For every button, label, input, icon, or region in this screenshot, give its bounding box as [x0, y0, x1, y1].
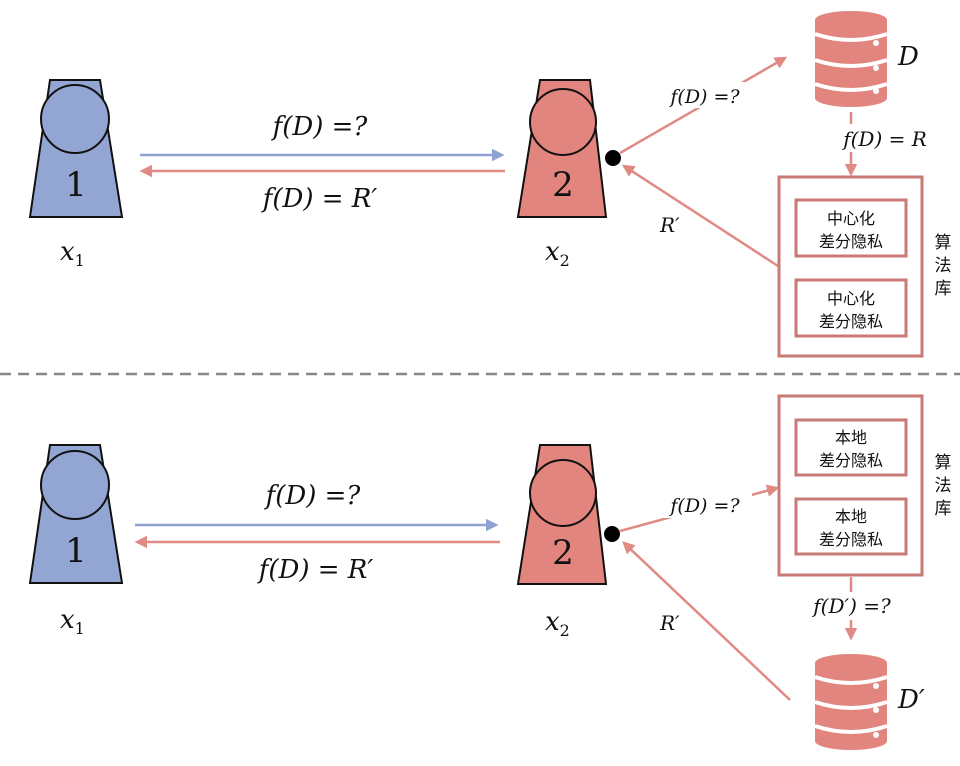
library-module-2-line1: 本地: [835, 507, 867, 526]
response-label: f(D) = R′: [261, 184, 378, 214]
db-to-library-label: f(D) = R: [841, 127, 927, 151]
library-module-1-line1: 本地: [835, 428, 867, 447]
party-2-number: 2: [552, 533, 574, 573]
library-module-1-line2: 差分隐私: [819, 451, 883, 470]
party-2-connector-dot: [605, 150, 621, 166]
return-arrow: [622, 541, 791, 701]
library-module-1-line2: 差分隐私: [819, 232, 883, 251]
library-query-label: f(D) =?: [668, 495, 740, 517]
party-1-label: x1: [60, 237, 85, 270]
party-2-number: 2: [552, 165, 574, 205]
party-2-figure: 2: [516, 444, 608, 585]
party-1-figure: 1: [28, 444, 124, 584]
library-title-char-1: 算: [935, 233, 952, 253]
algorithm-library-box: 本地 差分隐私 本地 差分隐私: [777, 394, 924, 577]
party-1-number: 1: [65, 531, 87, 571]
return-label: R′: [659, 213, 680, 237]
party-1-figure: 1: [28, 79, 124, 218]
query-label: f(D) =?: [264, 481, 362, 511]
algorithm-library-box: 中心化 差分隐私 中心化 差分隐私: [777, 175, 924, 358]
library-title-char-1: 算: [935, 453, 952, 473]
library-module-2-line2: 差分隐私: [819, 312, 883, 331]
database-icon: [814, 654, 888, 750]
library-title-char-2: 法: [935, 476, 952, 496]
database-label: D′: [897, 685, 925, 715]
party-1-number: 1: [65, 165, 87, 205]
party-2-label: x2: [545, 237, 570, 270]
party-2-label: x2: [545, 607, 570, 640]
library-module-1-line1: 中心化: [827, 209, 875, 228]
database-icon: [814, 11, 888, 107]
return-label: R′: [659, 611, 680, 635]
party-2-figure: 2: [516, 79, 608, 218]
db-query-label: f(D) =?: [668, 86, 740, 108]
top-section: 1 x1 f(D) =? f(D) = R′ 2 x2 f(D) =?: [28, 11, 952, 358]
query-label: f(D) =?: [271, 112, 369, 142]
party-1-label: x1: [60, 605, 85, 638]
library-module-2-line2: 差分隐私: [819, 530, 883, 549]
return-arrow: [621, 164, 779, 268]
database-label: D: [897, 42, 919, 72]
library-title-char-3: 库: [935, 499, 952, 519]
library-module-2-line1: 中心化: [827, 289, 875, 308]
library-title-char-3: 库: [935, 279, 952, 299]
library-to-db-label: f(D′) =?: [811, 594, 891, 618]
library-title-char-2: 法: [935, 256, 952, 276]
party-2-connector-dot: [604, 526, 620, 542]
bottom-section: 1 x1 f(D) =? f(D) = R′ 2 x2 f(D) =? 本地 差…: [28, 394, 952, 750]
response-label: f(D) = R′: [257, 555, 374, 585]
